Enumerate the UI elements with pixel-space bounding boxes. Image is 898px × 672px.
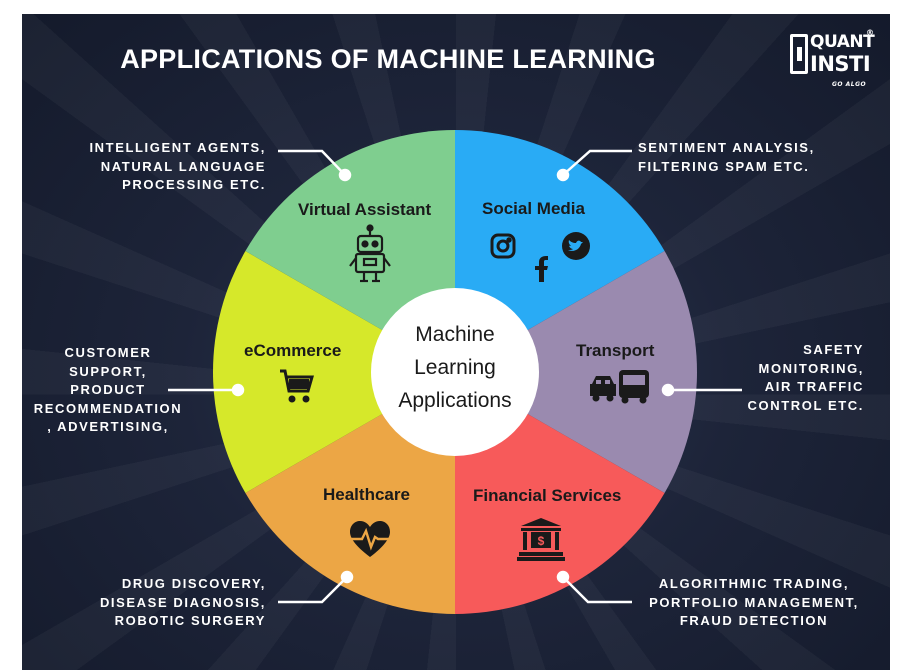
connector-dot-healthcare bbox=[340, 570, 354, 584]
segment-label-social-media: Social Media bbox=[482, 199, 585, 218]
annotation-social-media: SENTIMENT ANALYSIS, FILTERING SPAM ETC. bbox=[638, 140, 815, 174]
logo-line1: QUANT bbox=[810, 32, 875, 52]
svg-text:$: $ bbox=[538, 534, 545, 548]
robot-icon bbox=[349, 224, 391, 283]
quantinsti-logo: QUANT INSTI GO ALGO ® bbox=[788, 28, 875, 96]
center-line-2: Learning bbox=[414, 356, 496, 379]
center-line-3: Applications bbox=[398, 389, 512, 412]
annotation-financial: ALGORITHMIC TRADING, PORTFOLIO MANAGEMEN… bbox=[649, 576, 859, 628]
center-title: Machine Learning Applications bbox=[370, 318, 540, 417]
center-line-1: Machine bbox=[415, 323, 495, 346]
connector-dot-virtual-assistant bbox=[338, 168, 352, 182]
instagram-icon bbox=[490, 233, 516, 259]
social-icons bbox=[490, 232, 590, 282]
annotation-healthcare: DRUG DISCOVERY, DISEASE DIAGNOSIS, ROBOT… bbox=[99, 576, 266, 628]
car-bus-icon bbox=[590, 370, 649, 404]
heartbeat-icon bbox=[350, 521, 390, 557]
center-circle bbox=[371, 288, 539, 456]
connector-healthcare bbox=[278, 576, 348, 604]
segment-label-virtual-assistant: Virtual Assistant bbox=[298, 200, 432, 219]
segment-label-ecommerce: eCommerce bbox=[244, 341, 342, 360]
annotation-virtual-assistant: INTELLIGENT AGENTS, NATURAL LANGUAGE PRO… bbox=[89, 140, 266, 192]
connector-dot-transport bbox=[661, 383, 675, 397]
connector-financial bbox=[562, 576, 632, 604]
page-title: APPLICATIONS OF MACHINE LEARNING bbox=[120, 44, 656, 74]
segment-label-transport: Transport bbox=[576, 341, 655, 360]
logo-tagline: GO ALGO bbox=[832, 81, 867, 88]
segment-ecommerce bbox=[213, 251, 455, 493]
bank-icon: $ bbox=[517, 518, 565, 561]
connector-dot-social-media bbox=[556, 168, 570, 182]
connector-dot-ecommerce bbox=[231, 383, 245, 397]
connector-virtual-assistant bbox=[278, 149, 346, 176]
logo-mark-icon bbox=[790, 34, 808, 74]
shopping-cart-icon bbox=[280, 369, 314, 403]
annotation-ecommerce: CUSTOMER SUPPORT, PRODUCT RECOMMENDATION… bbox=[33, 345, 183, 434]
twitter-icon bbox=[562, 232, 590, 260]
connector-social-media bbox=[562, 149, 632, 176]
segment-transport bbox=[455, 251, 697, 493]
registered-mark: ® bbox=[866, 28, 874, 37]
segment-label-financial-services: Financial Services bbox=[473, 486, 622, 505]
facebook-icon bbox=[535, 256, 548, 282]
logo-line2: INSTI bbox=[810, 52, 871, 76]
annotation-transport: SAFETY MONITORING, AIR TRAFFIC CONTROL E… bbox=[747, 342, 864, 413]
connector-dot-financial bbox=[556, 570, 570, 584]
segment-label-healthcare: Healthcare bbox=[323, 485, 410, 504]
